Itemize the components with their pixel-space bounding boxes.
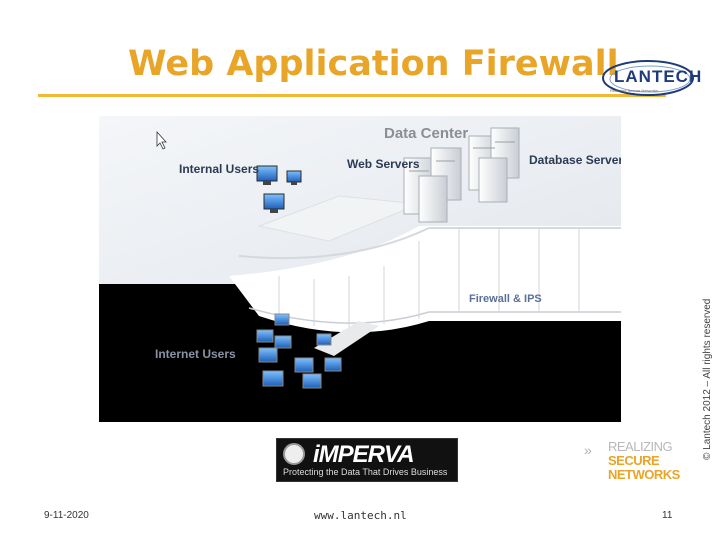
internet-users-label: Internet Users (155, 347, 236, 361)
internet-path (314, 321, 379, 356)
database-servers-icon (468, 127, 520, 203)
page-number: 11 (662, 510, 673, 521)
imperva-tagline: Protecting the Data That Drives Business (283, 467, 448, 477)
database-servers-label: Database Servers (529, 153, 621, 167)
networks-line: NETWORKS (608, 467, 680, 482)
logo-ellipse-icon (602, 60, 694, 96)
logo-tagline: Realizing Secure Networks (610, 88, 659, 93)
footer-date: 9-11-2020 (44, 510, 89, 521)
cursor-icon (156, 130, 167, 150)
web-servers-icon (403, 147, 462, 223)
secure-line: SECURE (608, 453, 660, 468)
data-center-label: Data Center (384, 125, 468, 142)
imperva-logo: iMPERVA Protecting the Data That Drives … (276, 438, 458, 482)
firewall-label: Firewall & IPS (469, 293, 542, 305)
footer-url: www.lantech.nl (314, 509, 407, 522)
title-underline (38, 94, 666, 97)
lantech-logo: LANTECH Realizing Secure Networks (600, 58, 701, 98)
internal-users-label: Internal Users (179, 162, 259, 176)
network-diagram: Data Center Internal Users Web Servers D… (99, 116, 630, 422)
realizing-line: REALIZING (608, 439, 673, 454)
firewall-wall (229, 226, 621, 333)
copyright-note: © Lantech 2012 – All rights reserved (702, 298, 713, 460)
imperva-word: iMPERVA (313, 441, 415, 468)
slide-title: Web Application Firewall (128, 44, 619, 84)
internet-user-monitors (256, 313, 342, 389)
imperva-badge-icon (283, 443, 305, 465)
realizing-secure-networks-logo: » REALIZING SECURE NETWORKS (584, 440, 694, 484)
internal-user-monitors (256, 165, 302, 213)
double-chevron-icon: » (584, 442, 592, 458)
logo-word: LANTECH (614, 67, 703, 86)
web-servers-label: Web Servers (347, 157, 420, 171)
